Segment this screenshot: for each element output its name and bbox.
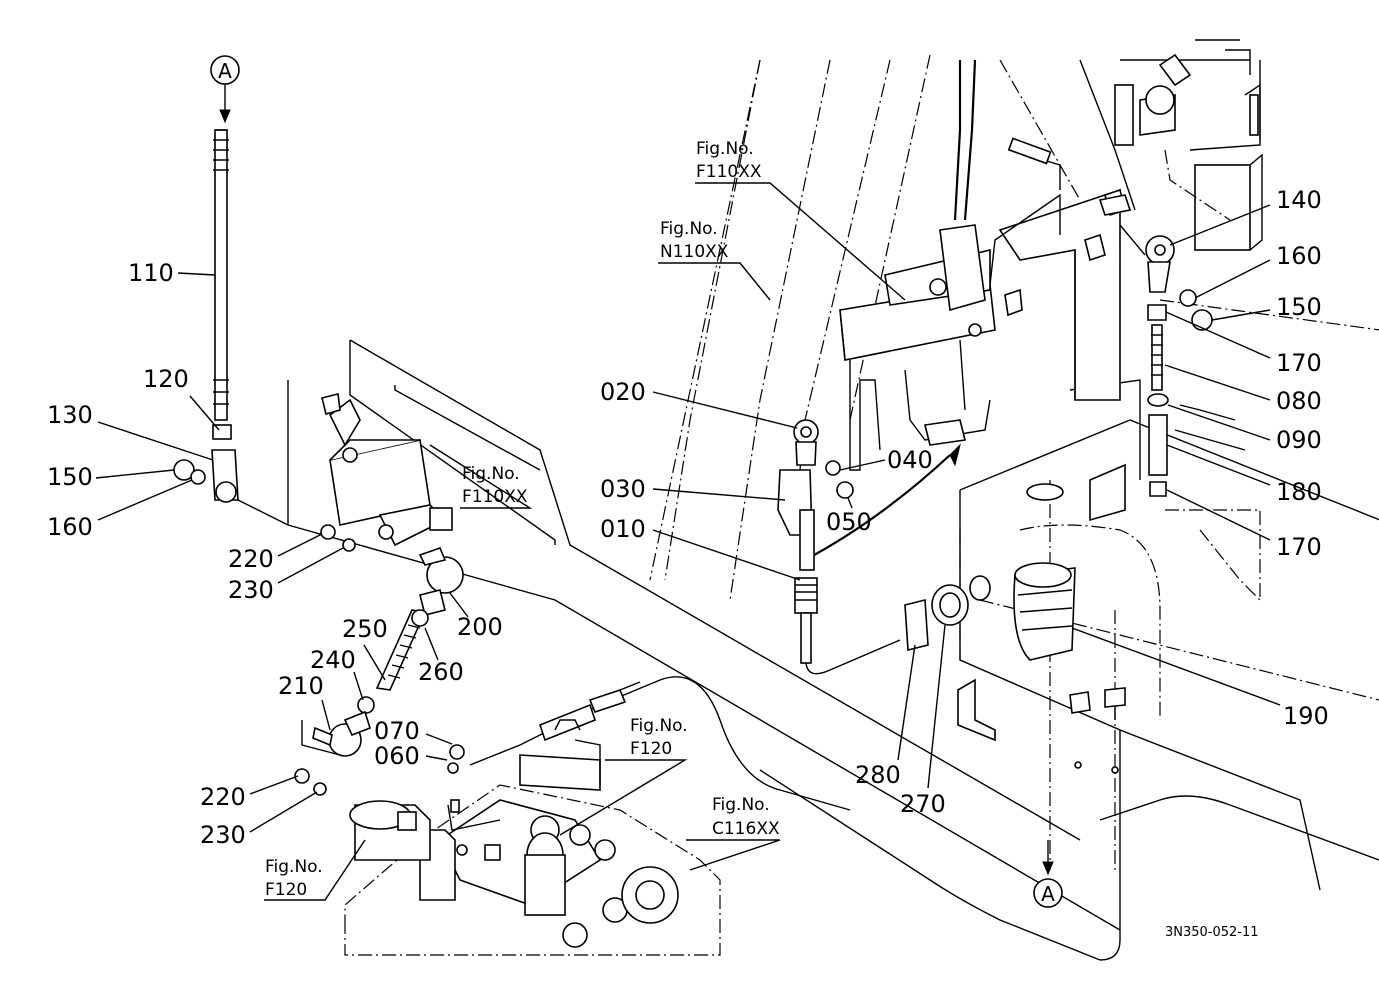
svg-text:Fig.No.: Fig.No. (462, 464, 520, 484)
label-140: 140 (1276, 186, 1322, 214)
fig-ref-n110xx: Fig.No. N110XX (660, 219, 729, 262)
label-170: 170 (1276, 533, 1322, 561)
label-050: 050 (826, 508, 872, 536)
label-130: 130 (47, 401, 93, 429)
label-090: 090 (1276, 426, 1322, 454)
fig-ref-f110xx-top: Fig.No. F110XX (696, 139, 762, 182)
svg-text:Fig.No.: Fig.No. (696, 139, 754, 159)
svg-text:F110XX: F110XX (462, 487, 528, 507)
fig-ref-f120-mid: Fig.No. F120 (630, 716, 688, 759)
ref-a-bottom: A (1033, 878, 1063, 908)
label-210: 210 (278, 672, 324, 700)
svg-text:Fig.No.: Fig.No. (660, 219, 718, 239)
label-200: 200 (457, 613, 503, 641)
label-120: 120 (143, 365, 189, 393)
svg-text:A: A (218, 59, 232, 83)
label-180: 180 (1276, 478, 1322, 506)
label-220: 220 (200, 783, 246, 811)
label-160: 160 (47, 513, 93, 541)
label-220: 220 (228, 545, 274, 573)
transmission-housing (294, 676, 851, 956)
label-150: 150 (47, 463, 93, 491)
label-170: 170 (1276, 349, 1322, 377)
label-160: 160 (1276, 242, 1322, 270)
svg-text:A: A (1041, 882, 1055, 906)
label-260: 260 (418, 658, 464, 686)
label-250: 250 (342, 615, 388, 643)
svg-text:F110XX: F110XX (696, 162, 762, 182)
fig-refs: Fig.No. F110XX Fig.No. N110XX Fig.No. F1… (265, 139, 780, 900)
label-190: 190 (1283, 702, 1329, 730)
label-230: 230 (200, 821, 246, 849)
label-030: 030 (600, 475, 646, 503)
label-010: 010 (600, 515, 646, 543)
label-080: 080 (1276, 387, 1322, 415)
svg-text:Fig.No.: Fig.No. (712, 795, 770, 815)
leader-lines (95, 182, 1281, 901)
svg-text:N110XX: N110XX (660, 242, 729, 262)
drawing-code: 3N350-052-11 (1165, 925, 1259, 940)
fig-ref-c116xx: Fig.No. C116XX (712, 795, 780, 839)
svg-text:Fig.No.: Fig.No. (265, 857, 323, 877)
label-060: 060 (374, 742, 420, 770)
label-020: 020 (600, 378, 646, 406)
part-labels: 110 120 130 150 160 220 230 200 250 240 … (47, 186, 1329, 849)
fig-ref-f110xx-left: Fig.No. F110XX (462, 464, 528, 507)
svg-text:F120: F120 (265, 880, 307, 900)
label-150: 150 (1276, 293, 1322, 321)
label-040: 040 (887, 446, 933, 474)
label-270: 270 (900, 790, 946, 818)
ref-a-top: A (210, 55, 240, 85)
label-280: 280 (855, 761, 901, 789)
label-110: 110 (128, 259, 174, 287)
frame-outlines (287, 39, 1379, 961)
svg-text:F120: F120 (630, 739, 672, 759)
fig-ref-f120-bottom: Fig.No. F120 (265, 857, 323, 900)
label-230: 230 (228, 576, 274, 604)
label-240: 240 (310, 646, 356, 674)
rod-assembly (173, 80, 289, 526)
lever-bracket-assembly (301, 393, 464, 757)
svg-text:C116XX: C116XX (712, 819, 780, 839)
label-070: 070 (374, 717, 420, 745)
cable-assembly (777, 85, 1246, 876)
svg-text:Fig.No.: Fig.No. (630, 716, 688, 736)
